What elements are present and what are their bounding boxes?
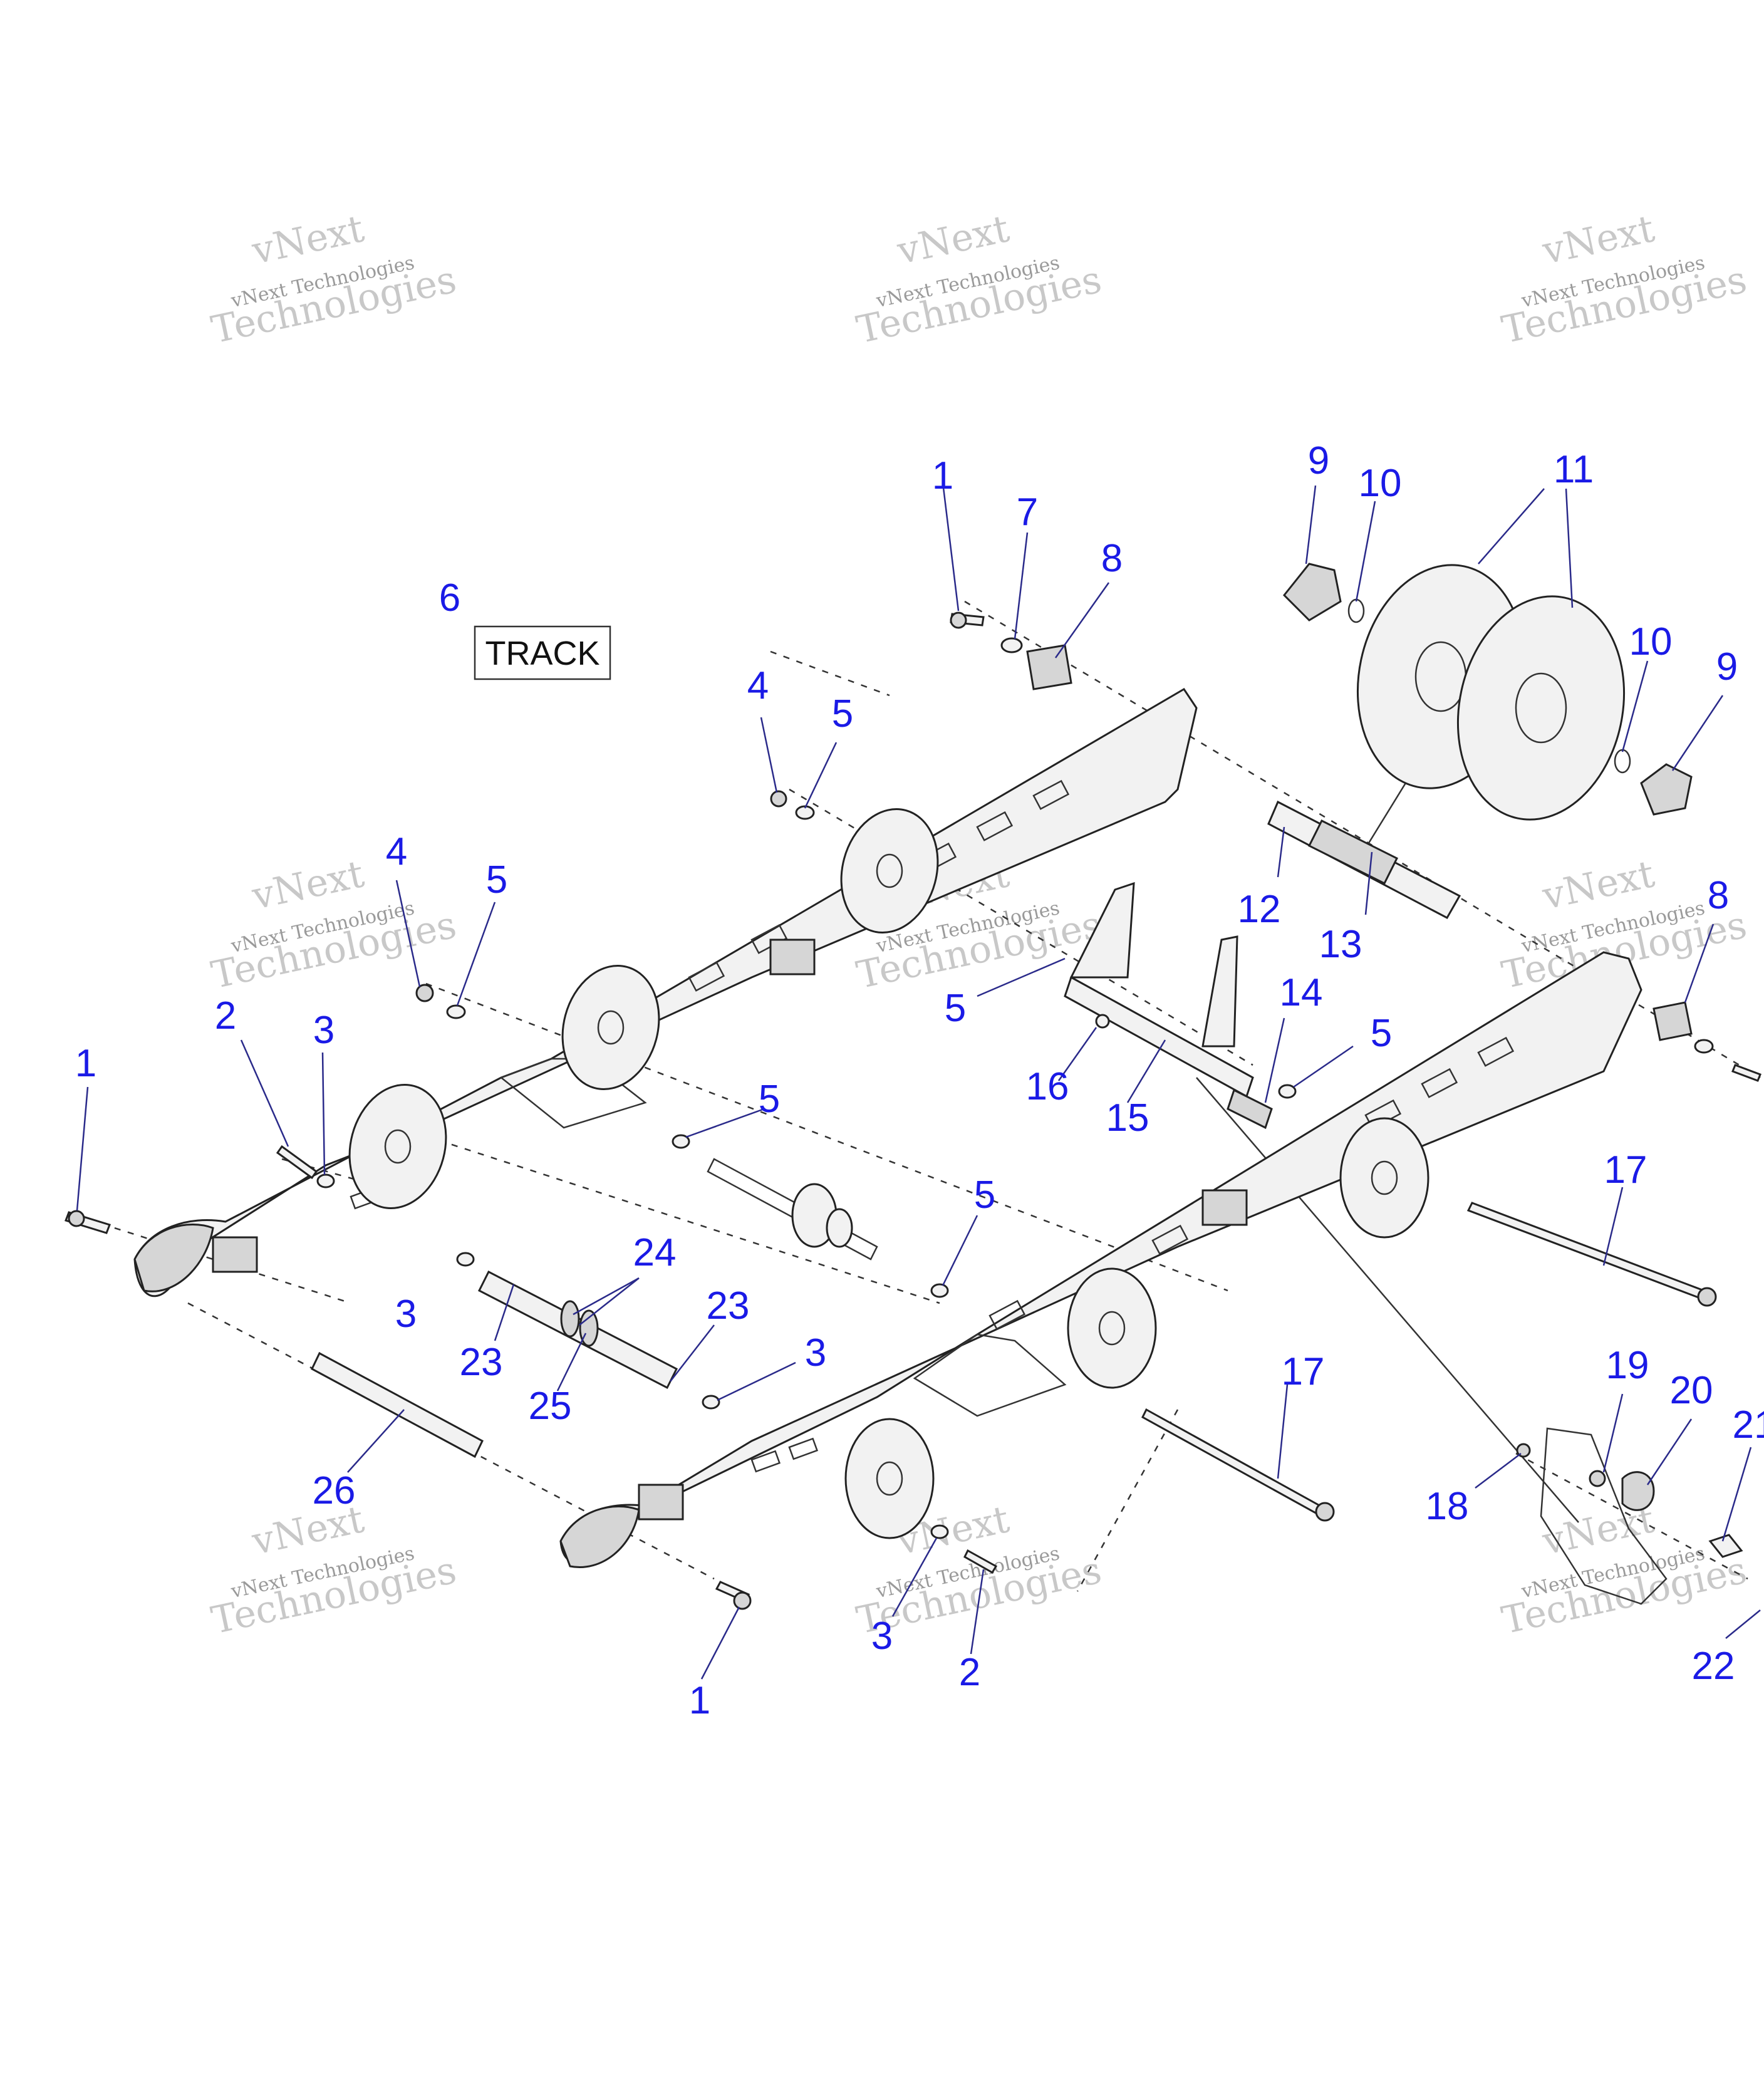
watermark-line1: vNext	[248, 207, 368, 273]
watermark-line1: vNext	[1538, 207, 1658, 273]
watermark-line1: vNext	[248, 852, 368, 918]
rear-hardware	[1516, 1427, 1743, 1605]
callout-23[interactable]: 23	[460, 1341, 503, 1384]
right-rail-wheels	[844, 1117, 1429, 1539]
watermark-line1: vNext	[893, 207, 1013, 273]
callout-21[interactable]: 21	[1733, 1403, 1764, 1447]
callout-4[interactable]: 4	[386, 830, 407, 873]
callout-5[interactable]: 5	[945, 987, 966, 1030]
leader-lines	[76, 482, 1761, 1680]
left-rail-wheels	[348, 808, 939, 1210]
watermark: vNext vNext Technologies Technologies	[1498, 1497, 1750, 1643]
callout-12[interactable]: 12	[1238, 888, 1281, 931]
shaft-assembly	[1267, 800, 1461, 920]
callout-numbers: 1 7 8 9 10 11 6 10 9 4 5 4 5 12 13 8 5 1…	[75, 439, 1764, 1722]
callout-6[interactable]: 6	[439, 576, 460, 620]
callout-16[interactable]: 16	[1026, 1065, 1069, 1108]
track-label: TRACK	[474, 625, 611, 680]
callout-9[interactable]: 9	[1716, 645, 1738, 689]
callout-1[interactable]: 1	[689, 1679, 710, 1722]
callout-23[interactable]: 23	[707, 1284, 750, 1328]
track-label-text: TRACK	[485, 635, 599, 672]
rail-bracket	[212, 1236, 258, 1273]
callout-22[interactable]: 22	[1692, 1645, 1735, 1688]
callout-5[interactable]: 5	[974, 1173, 995, 1217]
watermark: vNext vNext Technologies Technologies	[207, 207, 460, 352]
watermark: vNext vNext Technologies Technologies	[1498, 207, 1750, 352]
callout-4[interactable]: 4	[747, 664, 769, 707]
fasteners	[65, 611, 1761, 1610]
callout-8[interactable]: 8	[1101, 537, 1123, 580]
callout-8[interactable]: 8	[1708, 874, 1729, 917]
callout-7[interactable]: 7	[1017, 491, 1038, 534]
callout-5[interactable]: 5	[1371, 1012, 1392, 1055]
callout-9[interactable]: 9	[1308, 439, 1329, 482]
callout-3[interactable]: 3	[395, 1292, 417, 1336]
rail-bracket	[638, 1484, 684, 1521]
callout-10[interactable]: 10	[1629, 620, 1673, 663]
callout-17[interactable]: 17	[1282, 1350, 1325, 1393]
callout-11[interactable]: 11	[1554, 448, 1594, 491]
watermark-line1: vNext	[1538, 852, 1658, 918]
callout-18[interactable]: 18	[1426, 1485, 1469, 1528]
right-rail	[559, 951, 1642, 1568]
idler-wheels	[1282, 563, 1693, 821]
rod-26	[311, 1351, 484, 1458]
watermark: vNext vNext Technologies Technologies	[853, 207, 1105, 352]
callout-5[interactable]: 5	[486, 858, 507, 902]
callout-15[interactable]: 15	[1106, 1096, 1149, 1140]
front-axle-assembly	[477, 1270, 678, 1390]
callout-1[interactable]: 1	[932, 454, 953, 497]
wheel-cap	[1640, 763, 1693, 816]
callout-24[interactable]: 24	[633, 1231, 677, 1274]
center-axle-hub	[707, 1158, 878, 1261]
callout-2[interactable]: 2	[959, 1651, 980, 1694]
callout-3[interactable]: 3	[313, 1009, 335, 1052]
callout-5[interactable]: 5	[759, 1078, 780, 1121]
long-bolt-upper	[1466, 1202, 1706, 1299]
rail-bracket	[769, 939, 816, 975]
callout-10[interactable]: 10	[1359, 462, 1402, 505]
rail-bracket	[1201, 1189, 1248, 1226]
left-rail	[133, 687, 1198, 1297]
long-bolt-lower	[1141, 1408, 1323, 1516]
callout-13[interactable]: 13	[1319, 923, 1362, 966]
center-bracket	[1064, 881, 1273, 1130]
callout-2[interactable]: 2	[215, 994, 236, 1037]
callout-1[interactable]: 1	[75, 1042, 96, 1085]
watermark: vNext vNext Technologies Technologies	[207, 852, 460, 997]
callout-5[interactable]: 5	[832, 692, 853, 736]
wheel-cap	[1282, 563, 1342, 621]
callout-3[interactable]: 3	[871, 1614, 893, 1658]
callout-20[interactable]: 20	[1670, 1369, 1713, 1412]
callout-26[interactable]: 26	[313, 1469, 356, 1512]
callout-19[interactable]: 19	[1606, 1344, 1649, 1387]
callout-3[interactable]: 3	[805, 1331, 826, 1375]
callout-14[interactable]: 14	[1280, 971, 1323, 1014]
callout-17[interactable]: 17	[1604, 1148, 1647, 1192]
callout-25[interactable]: 25	[529, 1385, 572, 1428]
